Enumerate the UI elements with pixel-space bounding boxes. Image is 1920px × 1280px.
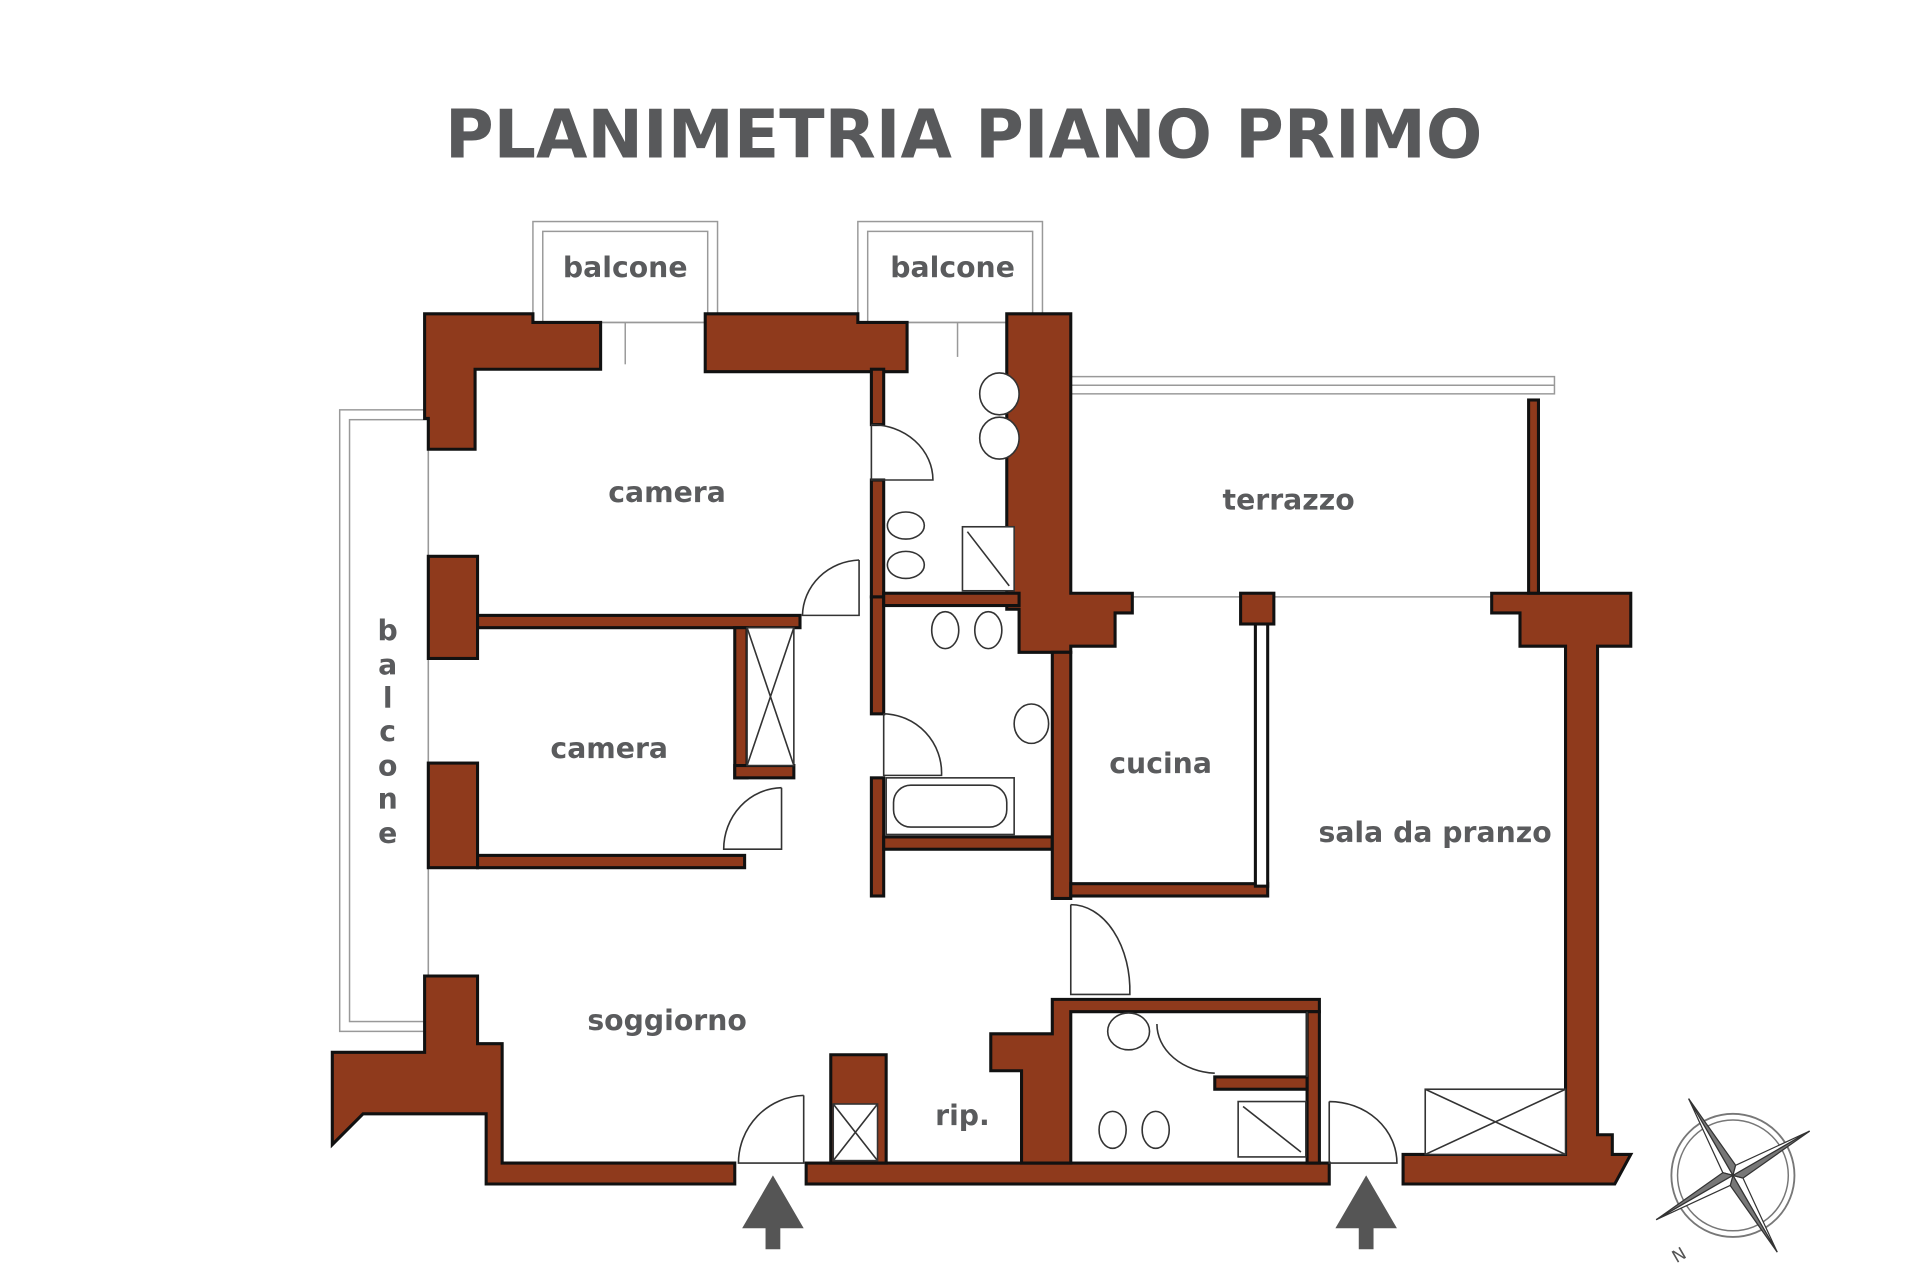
room-label-cucina: cucina <box>1109 747 1212 780</box>
room-label-balcone: balcone <box>563 251 688 284</box>
fixtures <box>746 372 1567 1162</box>
room-label-ripostiglio: rip. <box>935 1099 990 1132</box>
entrance-arrows <box>742 1175 1397 1250</box>
doors <box>722 423 1398 1164</box>
room-label-camera: camera <box>608 476 726 509</box>
room-label-balcone: balcone <box>890 251 1015 284</box>
room-label-camera: camera <box>550 732 668 765</box>
room-label-balcone-side: o <box>378 749 397 782</box>
page-title: PLANIMETRIA PIANO PRIMO <box>445 96 1482 174</box>
room-label-balcone-side: l <box>383 682 393 715</box>
compass-rose-icon: N <box>1655 1098 1811 1268</box>
room-label-terrazzo: terrazzo <box>1223 484 1355 517</box>
room-label-balcone-side: a <box>378 648 397 681</box>
room-label-sala-da-pranzo: sala da pranzo <box>1318 816 1551 849</box>
room-label-balcone-side: e <box>378 817 397 850</box>
room-label-balcone-side: n <box>378 783 398 816</box>
room-label-balcone-side: c <box>379 715 396 748</box>
room-label-soggiorno: soggiorno <box>587 1004 746 1037</box>
entrance-arrow-icon <box>742 1175 804 1250</box>
balconies <box>338 220 1556 1033</box>
entrance-arrow-icon <box>1335 1175 1397 1250</box>
room-label-balcone-side: b <box>378 614 398 647</box>
room-labels: balcone balcone b a l c o n e camera cam… <box>378 251 1552 1132</box>
compass-north-label: N <box>1669 1244 1690 1268</box>
walls <box>330 312 1634 1186</box>
